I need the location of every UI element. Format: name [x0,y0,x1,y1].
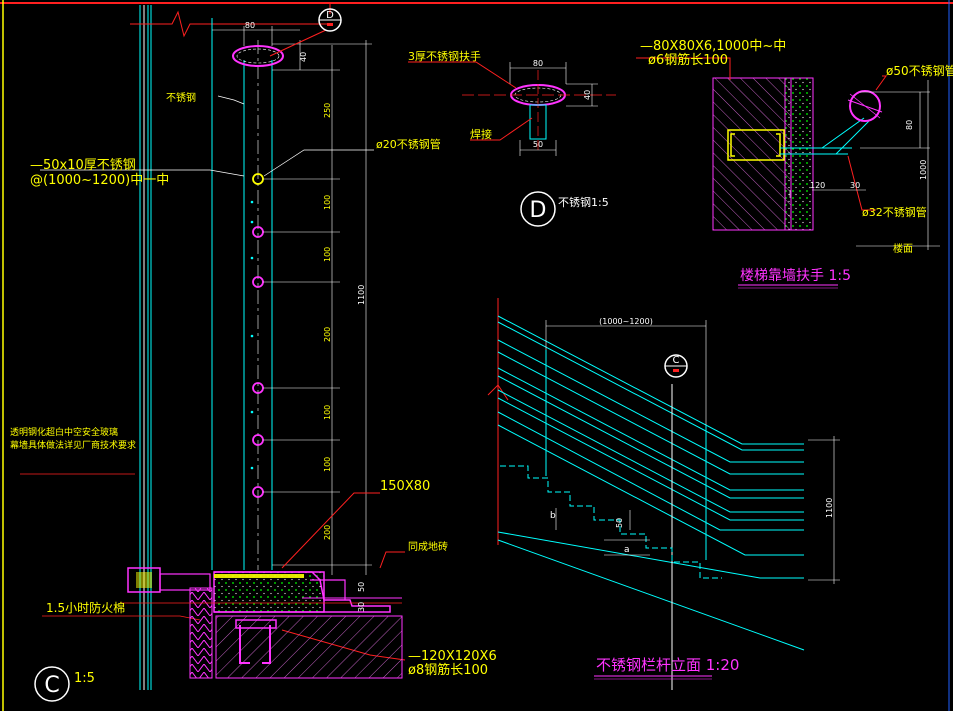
dim-100-d: 100 [323,457,332,472]
elev-dim-a: a [624,545,630,555]
label-glass-1: 透明钢化超白中空安全玻璃 [10,426,118,438]
detail-d-dim-40: 40 [583,90,592,100]
dim-50: 50 [357,582,366,592]
detail-d-label-handrail: 3厚不锈钢扶手 [408,49,481,63]
elev-dim-50: 50 [615,518,624,528]
section-c-marker: C [44,673,59,698]
label-fireproof: 1.5小时防火棉 [46,600,125,615]
section-c-detail: 80 40 250 100 100 200 100 100 200 1100 5… [10,2,497,702]
label-plate: —120X120X6 [408,649,497,664]
wall-dim-120: 120 [810,181,825,190]
wall-handrail-detail: —80X80X6,1000中~中 ø6钢筋长100 ø50不锈钢管 ø32不锈钢… [636,39,953,289]
dim-250: 250 [323,103,332,118]
elev-dim-spacing: (1000~1200) [599,317,653,326]
label-glass-2: 幕墙具体做法详见厂商技术要求 [10,439,136,451]
dim-1100: 1100 [357,285,366,305]
section-c-scale: 1:5 [74,671,95,686]
label-flat-bar-spacing: @(1000~1200)中一中 [30,173,169,188]
ref-marker-d: D [326,10,334,21]
elev-dim-b: b [550,511,556,521]
detail-d-label-weld: 焊接 [470,127,492,141]
label-150x80: 150X80 [380,479,430,494]
dim-100-b: 100 [323,247,332,262]
label-stainless: 不锈钢 [166,91,196,104]
detail-d-marker: D [530,198,547,223]
wall-dim-80: 80 [905,120,914,130]
pipe-32-label: ø32不锈钢管 [862,205,927,219]
detail-d-dim-80: 80 [533,59,543,68]
dim-40: 40 [299,52,308,62]
wall-dim-1000: 1000 [919,160,928,180]
pipe-50-label: ø50不锈钢管 [886,63,953,78]
dim-200-a: 200 [323,327,332,342]
label-flat-bar: —50x10厚不锈钢 [30,158,136,173]
label-plate-rebar: ø8钢筋长100 [408,662,488,678]
label-tube: ø20不锈钢管 [376,137,441,151]
elev-marker-c: C [673,355,680,366]
wall-rebar-label: ø6钢筋长100 [648,52,728,68]
dim-80: 80 [245,21,255,30]
wall-handrail-title: 楼梯靠墙扶手 1:5 [740,268,851,284]
dim-200-b: 200 [323,525,332,540]
dim-100-c: 100 [323,405,332,420]
dim-100-a: 100 [323,195,332,210]
railing-elevation: (1000~1200) 1100 b 50 a C 不锈钢栏杆立面 1:20 [487,298,840,690]
detail-d-dim-50: 50 [533,140,543,149]
wall-plate-label: —80X80X6,1000中~中 [640,39,786,54]
label-floor-tile: 同成地砖 [408,540,448,553]
detail-d-scale: 不锈钢1:5 [558,196,609,209]
detail-d: 80 40 50 3厚不锈钢扶手 焊接 D 不锈钢1:5 [408,49,616,227]
wall-dim-30: 30 [850,181,860,190]
dim-30: 30 [357,602,366,612]
elev-dim-1100: 1100 [825,498,834,518]
elevation-title: 不锈钢栏杆立面 1:20 [596,656,739,674]
floor-label: 楼面 [893,242,913,255]
